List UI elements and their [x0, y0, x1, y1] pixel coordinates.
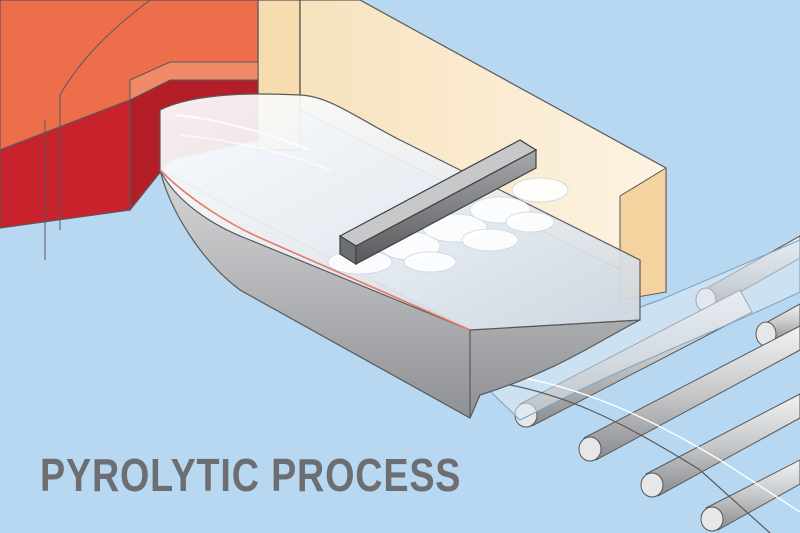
diagram-caption: PYROLYTIC PROCESS [40, 449, 462, 501]
roller-icon [640, 393, 800, 498]
roller-icon [755, 303, 800, 347]
roller-icon [700, 459, 800, 532]
glass-ribbon-edge [479, 379, 771, 533]
heater-bar-icon [338, 139, 538, 266]
roller-icon [578, 325, 800, 462]
